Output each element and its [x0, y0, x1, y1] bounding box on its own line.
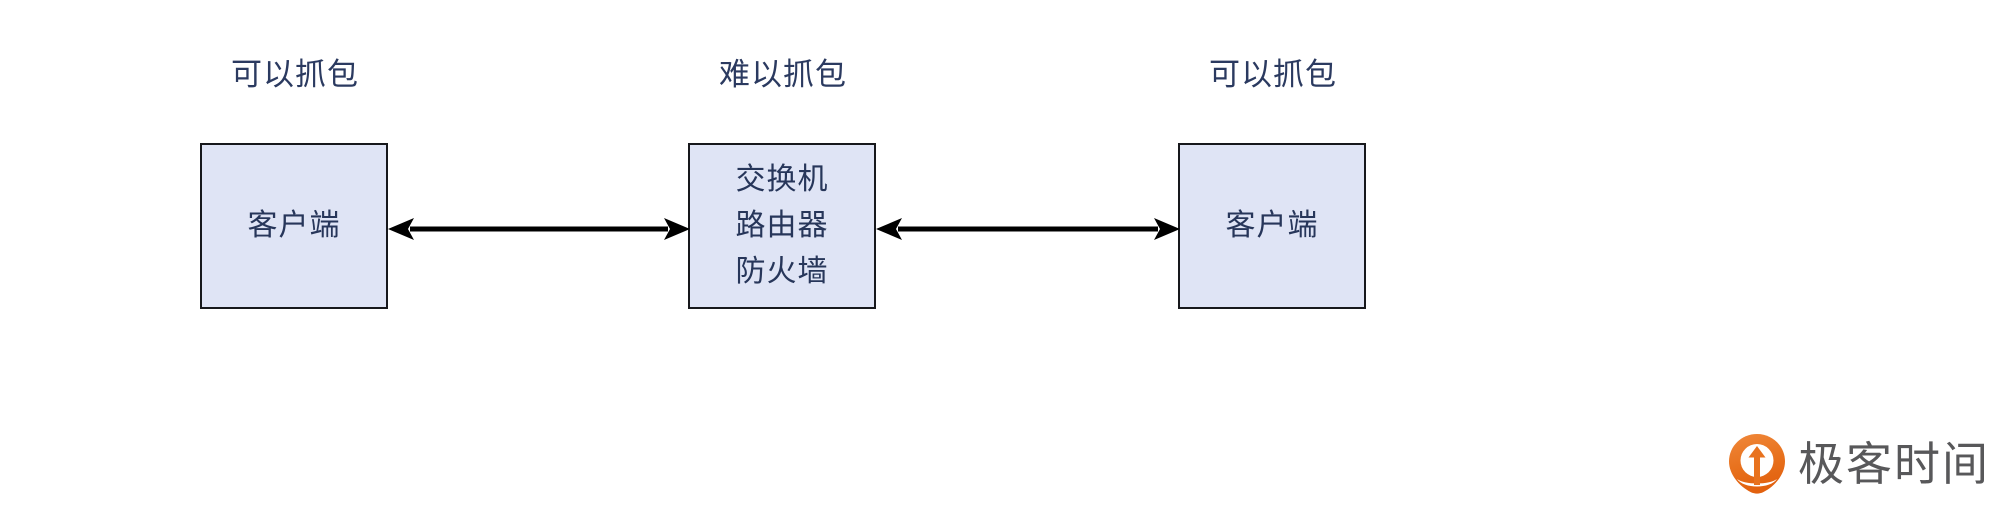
node-middle-line-3: 防火墙 — [735, 255, 829, 288]
node-right-client: 客户端 — [1178, 143, 1366, 309]
node-middle-line-2: 路由器 — [735, 209, 829, 242]
brand-name: 极客时间 — [1798, 438, 1990, 490]
caption-left-client: 可以抓包 — [231, 57, 359, 92]
node-middle-network-device: 交换机 路由器 防火墙 — [688, 143, 876, 309]
caption-middle-network: 难以抓包 — [719, 57, 847, 92]
node-right-line-1: 客户端 — [1225, 209, 1319, 242]
node-left-line-1: 客户端 — [247, 209, 341, 242]
geektime-logo-icon — [1728, 433, 1786, 495]
connector-middle-to-right — [876, 210, 1180, 250]
connector-left-to-middle — [388, 210, 690, 250]
caption-right-client: 可以抓包 — [1209, 57, 1337, 92]
node-left-client: 客户端 — [200, 143, 388, 309]
brand-watermark: 极客时间 — [1728, 432, 1990, 496]
node-middle-line-1: 交换机 — [735, 163, 829, 196]
